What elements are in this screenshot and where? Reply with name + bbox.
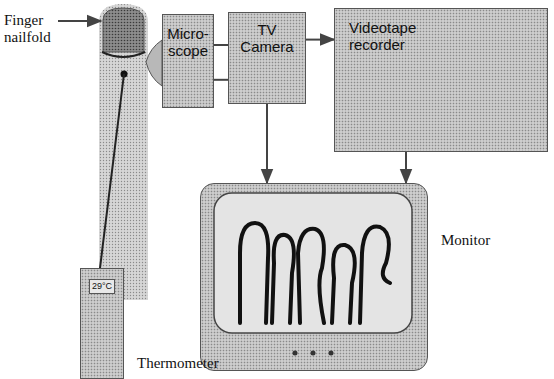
node-label: TV Camera <box>236 21 298 55</box>
recorder-box: Videotape recorder <box>334 8 548 152</box>
capillary-loop <box>240 223 268 323</box>
signal-arrow <box>267 104 268 183</box>
connector-line <box>214 79 228 81</box>
connector-line <box>266 104 268 183</box>
node-label: Micro- scope <box>165 25 211 59</box>
monitor-knob <box>292 350 297 355</box>
node-caption: Monitor <box>441 232 490 249</box>
capillary-loop <box>360 226 390 322</box>
nailfold-line <box>102 52 145 57</box>
monitor-screen <box>200 183 428 371</box>
monitor-knob <box>310 350 315 355</box>
connector-line <box>306 39 334 41</box>
signal-arrow <box>306 39 334 40</box>
optical-link <box>214 45 228 80</box>
connector-line <box>214 44 228 46</box>
part-label: Finger nailfold <box>4 12 60 46</box>
connector-line <box>405 152 407 183</box>
capillary-loop <box>298 228 324 322</box>
finger <box>99 4 148 300</box>
node-caption: Thermometer <box>137 355 219 372</box>
label-arrow <box>58 20 101 22</box>
monitor-knob <box>328 350 333 355</box>
thermometer: 29°CThermometer <box>80 268 124 379</box>
microscope-box: Micro- scope <box>162 14 214 108</box>
signal-arrow <box>406 152 407 183</box>
monitor: Monitor <box>200 183 428 371</box>
objective-lens <box>146 40 162 86</box>
node-label: Videotape recorder <box>349 19 449 53</box>
capillary-loop <box>272 234 294 322</box>
fingernail <box>103 8 144 52</box>
temperature-readout: 29°C <box>89 279 115 294</box>
probe-wire <box>100 74 124 268</box>
screen <box>214 193 412 333</box>
capillary-loop <box>332 244 355 322</box>
camera-box: TV Camera <box>228 12 306 104</box>
